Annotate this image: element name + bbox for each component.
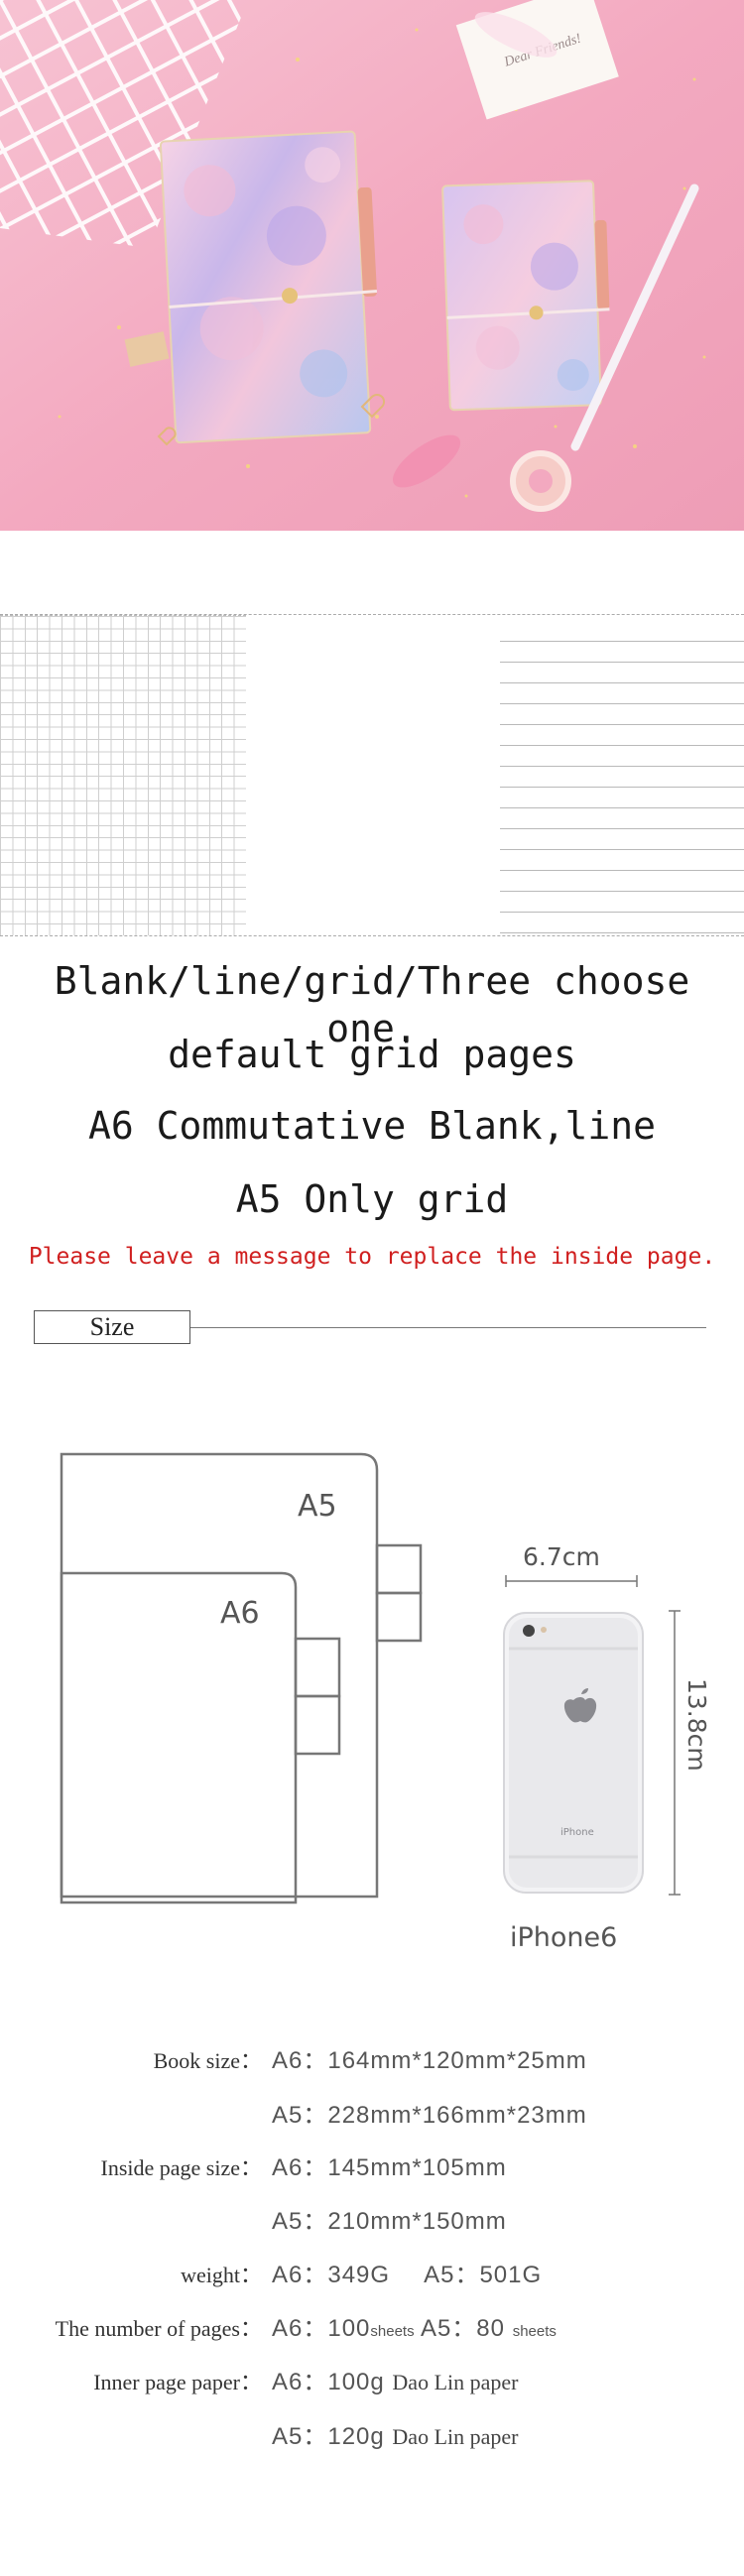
sample-divider-top (0, 614, 744, 615)
spec-pages-a5: A5：80 (420, 2315, 506, 2342)
line-page-sample (500, 621, 744, 934)
sample-divider-bottom (0, 935, 744, 936)
apple-logo-icon (563, 1688, 597, 1723)
spec-inner-paper-a5-row: A5：120g Dao Lin paper (272, 2416, 518, 2451)
headline-a5: A5 Only grid (235, 1177, 509, 1221)
spec-inner-paper-a5-type: Dao Lin paper (392, 2424, 519, 2449)
spec-label-pages: The number of pages： (55, 2316, 262, 2341)
spec-pages-a6: A6：100 (272, 2315, 371, 2342)
grid-page-sample (0, 615, 246, 935)
headline-default: default grid pages (168, 1033, 576, 1076)
phone-brand-text: iPhone (560, 1827, 594, 1838)
spec-weight-row: A6：349G A5：501G (272, 2255, 542, 2289)
spec-inside-size-a6: A6：145mm*105mm (272, 2154, 507, 2181)
headline-options: Blank/line/grid/Three choose one. (54, 959, 690, 1050)
spec-weight-a5: A5：501G (424, 2262, 543, 2288)
spec-inner-paper-a6: A6：100g (272, 2369, 385, 2395)
product-illustration: Dear Friends! (0, 0, 744, 531)
a5-label: A5 (298, 1489, 337, 1524)
a6-outline (60, 1571, 341, 1904)
spec-inner-paper-a6-type: Dao Lin paper (392, 2370, 519, 2394)
headline-a6: A6 Commutative Blank,line (88, 1104, 656, 1148)
height-label: 13.8cm (682, 1678, 711, 1772)
spec-label-inside-size: Inside page size： (100, 2155, 263, 2180)
spec-inner-paper-a6-row: A6：100g Dao Lin paper (272, 2362, 518, 2396)
spec-pages-row: A6：100sheets A5：80 sheets (272, 2308, 557, 2343)
product-photo: Dear Friends! (0, 0, 744, 531)
iphone-illustration: iPhone (503, 1612, 644, 1894)
spec-inner-paper-a5: A5：120g (272, 2423, 385, 2450)
spec-label-weight: weight： (181, 2263, 262, 2287)
replace-page-notice: Please leave a message to replace the in… (28, 1244, 716, 1270)
spec-pages-a6-unit: sheets (370, 2323, 415, 2340)
spec-pages-a5-unit: sheets (512, 2323, 557, 2340)
spec-label-book-size: Book size： (153, 2048, 262, 2073)
spec-book-size-a5: A5：228mm*166mm*23mm (272, 2102, 587, 2129)
spec-label-inner-paper: Inner page paper： (93, 2370, 262, 2394)
a5-outline (60, 1452, 423, 1899)
iphone-caption: iPhone6 (510, 1922, 617, 1953)
width-label: 6.7cm (523, 1542, 600, 1571)
a6-label: A6 (220, 1596, 260, 1631)
size-heading: Size (34, 1310, 190, 1344)
size-divider (190, 1327, 706, 1328)
spec-weight-a6: A6：349G (272, 2262, 391, 2288)
spec-book-size-a6: A6：164mm*120mm*25mm (272, 2047, 587, 2074)
size-diagram: A5 A6 6.7cm 13.8cm iPhone iPhone6 (60, 1452, 711, 1953)
spec-inside-size-a5: A5：210mm*150mm (272, 2208, 507, 2235)
